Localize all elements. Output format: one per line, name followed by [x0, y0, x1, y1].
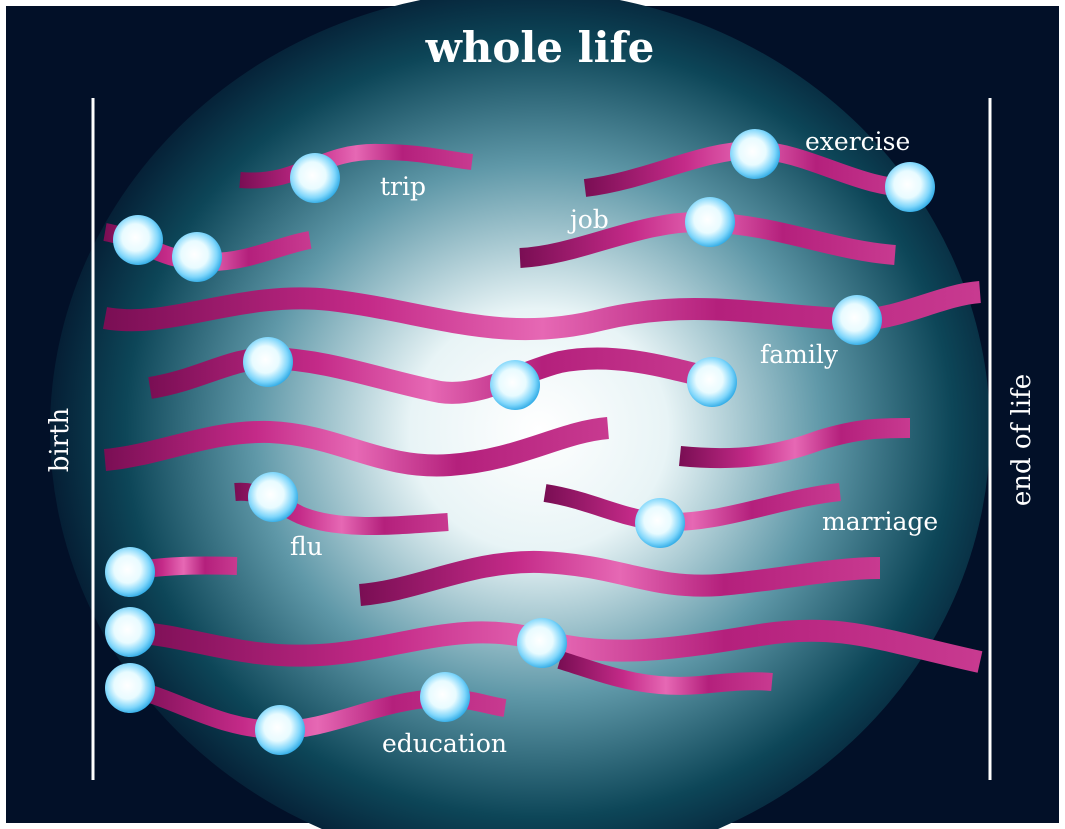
event-label-exercise: exercise — [805, 127, 910, 156]
bead-icon — [885, 162, 935, 212]
bead-icon — [105, 607, 155, 657]
event-label-family: family — [760, 340, 839, 369]
bead-icon — [290, 153, 340, 203]
bead-icon — [730, 129, 780, 179]
bead-icon — [685, 197, 735, 247]
event-label-marriage: marriage — [822, 507, 938, 536]
bead-icon — [105, 547, 155, 597]
end-of-life-label: end of life — [1007, 374, 1037, 506]
event-label-flu: flu — [290, 532, 323, 561]
bead-icon — [248, 472, 298, 522]
bead-icon — [517, 618, 567, 668]
bead-icon — [243, 337, 293, 387]
bead-icon — [172, 232, 222, 282]
event-label-trip: trip — [380, 172, 426, 201]
bead-icon — [687, 357, 737, 407]
bead-icon — [105, 663, 155, 713]
bead-icon — [420, 672, 470, 722]
bead-icon — [832, 295, 882, 345]
diagram-title: whole life — [425, 23, 655, 72]
birth-label: birth — [45, 407, 75, 472]
event-label-job: job — [567, 205, 609, 234]
bead-icon — [490, 360, 540, 410]
bead-icon — [255, 705, 305, 755]
bead-icon — [635, 498, 685, 548]
bead-icon — [113, 215, 163, 265]
event-label-education: education — [382, 729, 507, 758]
